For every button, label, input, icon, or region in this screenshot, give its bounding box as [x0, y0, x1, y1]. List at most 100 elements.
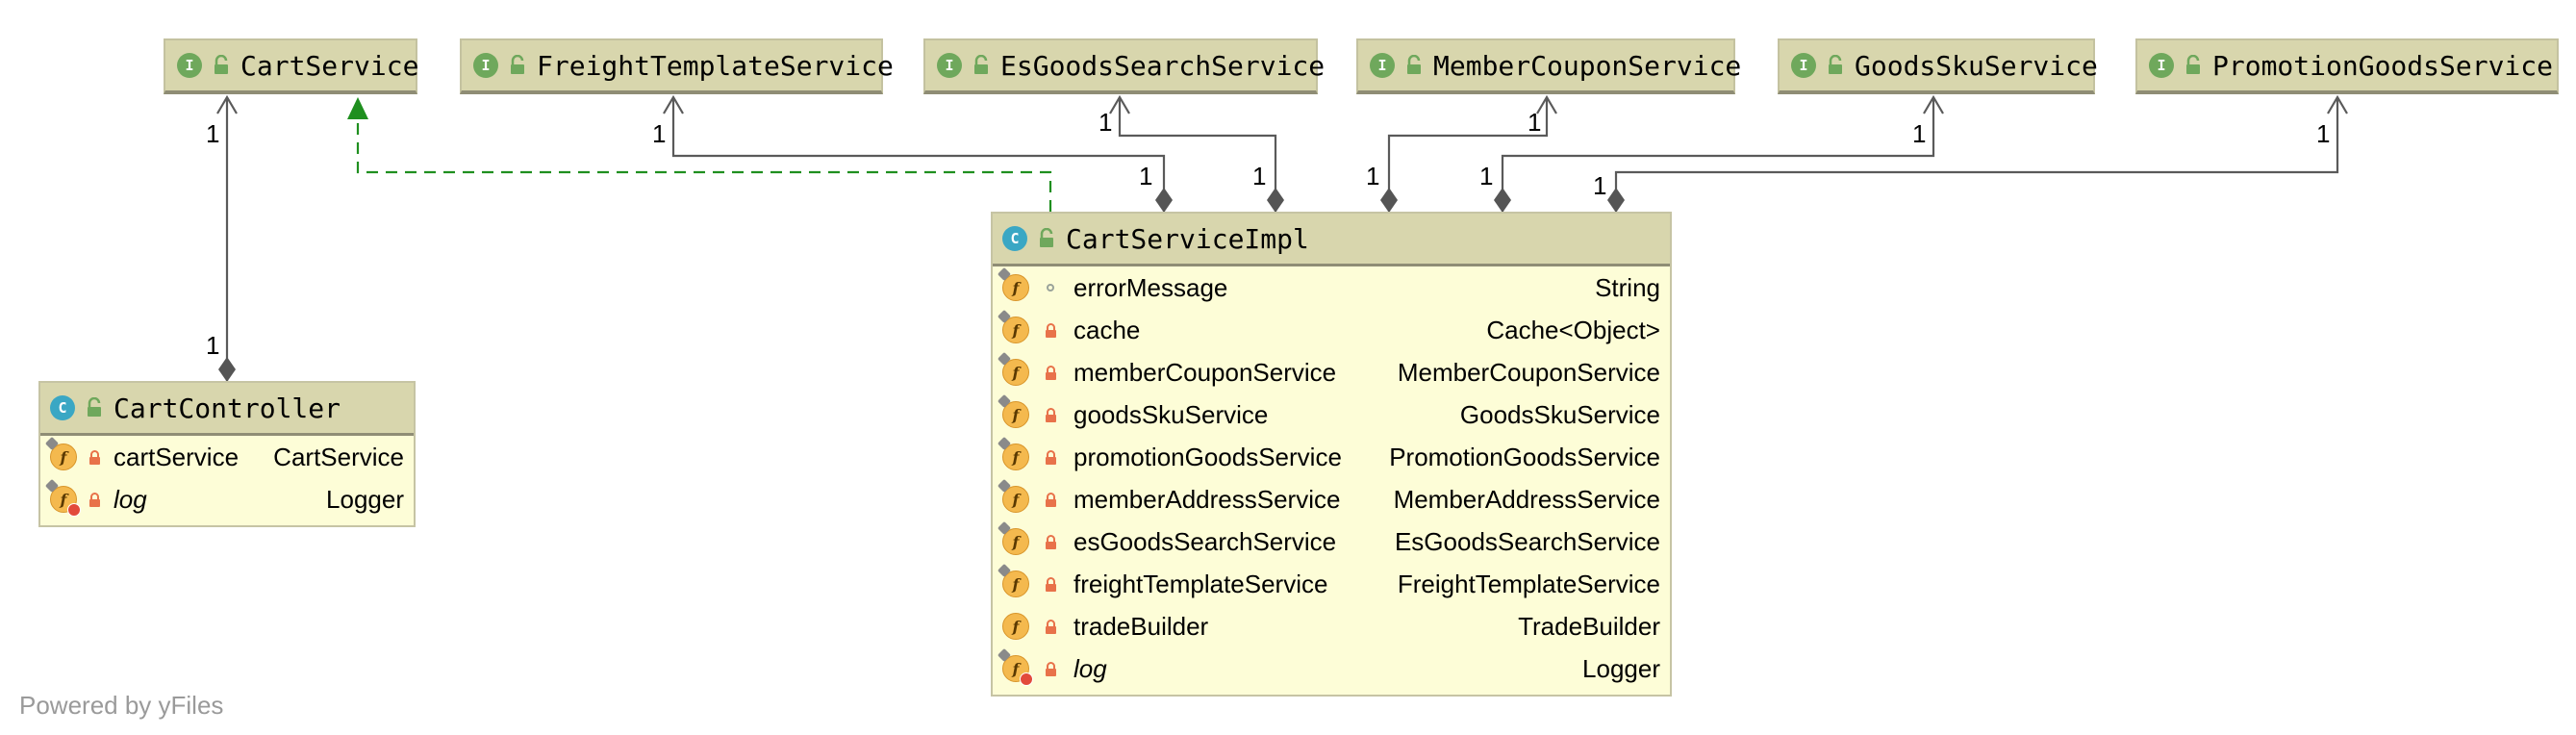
- lock-icon: [1043, 449, 1058, 465]
- class-name: CartServiceImpl: [1066, 222, 1309, 255]
- interface-member-coupon-service[interactable]: I MemberCouponService: [1356, 38, 1741, 94]
- interface-icon: I: [473, 53, 498, 78]
- lock-icon: [1043, 534, 1058, 549]
- field-type: CartService: [273, 442, 404, 471]
- interface-name: FreightTemplateService: [537, 49, 894, 82]
- edge-esgoods: [1118, 99, 1277, 212]
- multiplicity-label: 1: [1099, 108, 1113, 137]
- interface-promotion-goods-service[interactable]: I PromotionGoodsService: [2135, 38, 2559, 94]
- lock-icon: [1043, 407, 1058, 422]
- edge-goodssku: [1501, 99, 1935, 212]
- field-icon: f: [997, 563, 1029, 597]
- unlocked-icon: [511, 55, 524, 74]
- field-name: freightTemplateService: [1073, 569, 1328, 598]
- interface-icon: I: [2149, 53, 2174, 78]
- unlocked-icon: [1829, 55, 1842, 74]
- field-icon: f: [44, 436, 77, 470]
- field-name: memberCouponService: [1073, 357, 1337, 387]
- interface-name: EsGoodsSearchService: [1000, 49, 1326, 82]
- field-row[interactable]: f errorMessage String: [993, 266, 1670, 309]
- multiplicity-label: 1: [1912, 119, 1927, 148]
- field-row[interactable]: f cartService CartService: [40, 436, 414, 478]
- diamond-promotion: [1607, 188, 1625, 213]
- diamond-controller: [218, 357, 236, 382]
- arrow-freight: [663, 94, 684, 114]
- diamond-esgoods: [1267, 188, 1284, 213]
- field-name: log: [114, 484, 147, 514]
- class-header: C CartServiceImpl: [993, 214, 1670, 266]
- field-row[interactable]: f tradeBuilder TradeBuilder: [993, 605, 1670, 647]
- multiplicity-label: 1: [1528, 108, 1542, 137]
- field-name: cartService: [114, 442, 240, 471]
- edge-freight: [671, 99, 1166, 212]
- multiplicity-label: 1: [1252, 162, 1267, 190]
- field-list: f errorMessage String f cache Cache<Obje…: [993, 266, 1670, 690]
- field-name: cache: [1073, 315, 1141, 344]
- multiplicity-label: 1: [206, 119, 220, 148]
- field-row[interactable]: f esGoodsSearchService EsGoodsSearchServ…: [993, 520, 1670, 563]
- class-header: C CartController: [40, 383, 414, 436]
- interface-name: GoodsSkuService: [1855, 49, 2098, 82]
- static-field-icon: f: [44, 478, 81, 517]
- field-icon: f: [997, 266, 1029, 301]
- watermark: Powered by yFiles: [19, 691, 224, 720]
- field-row[interactable]: f memberCouponService MemberCouponServic…: [993, 351, 1670, 393]
- class-icon: C: [50, 395, 75, 420]
- arrow-goodssku: [1923, 94, 1944, 114]
- multiplicity-label: 1: [1139, 162, 1153, 190]
- interface-icon: I: [1370, 53, 1395, 78]
- field-name: errorMessage: [1073, 272, 1228, 302]
- field-type: EsGoodsSearchService: [1394, 526, 1660, 556]
- interface-goods-sku-service[interactable]: I GoodsSkuService: [1778, 38, 2098, 94]
- field-type: Logger: [326, 484, 404, 514]
- unlocked-icon: [2186, 55, 2200, 74]
- lock-icon: [1043, 661, 1058, 676]
- class-cart-controller[interactable]: C CartController f cartService CartServi…: [38, 381, 416, 527]
- field-icon: f: [997, 351, 1029, 386]
- interface-icon: I: [937, 53, 962, 78]
- interface-name: MemberCouponService: [1433, 49, 1742, 82]
- field-name: promotionGoodsService: [1073, 442, 1342, 471]
- field-icon: f: [1002, 613, 1029, 640]
- field-type: TradeBuilder: [1518, 611, 1660, 641]
- multiplicity-label: 1: [1479, 162, 1494, 190]
- field-row[interactable]: f log Logger: [993, 647, 1670, 690]
- field-type: PromotionGoodsService: [1389, 442, 1660, 471]
- interface-cart-service[interactable]: I CartService: [164, 38, 419, 94]
- interface-freight-template-service[interactable]: I FreightTemplateService: [460, 38, 894, 94]
- diamond-goodssku: [1494, 188, 1511, 213]
- multiplicity-label: 1: [652, 119, 667, 148]
- field-type: String: [1595, 272, 1660, 302]
- unlocked-icon: [1407, 55, 1421, 74]
- unlocked-icon: [1040, 228, 1053, 247]
- package-visibility-icon: [1043, 284, 1058, 291]
- interface-es-goods-search-service[interactable]: I EsGoodsSearchService: [923, 38, 1325, 94]
- interface-name: CartService: [240, 49, 419, 82]
- field-type: GoodsSkuService: [1459, 399, 1660, 429]
- arrow-membercoupon: [1536, 94, 1557, 114]
- multiplicity-label: 1: [1366, 162, 1380, 190]
- field-name: goodsSkuService: [1073, 399, 1269, 429]
- lock-icon: [87, 492, 102, 507]
- unlocked-icon: [215, 55, 228, 74]
- field-row[interactable]: f goodsSkuService GoodsSkuService: [993, 393, 1670, 436]
- field-type: Cache<Object>: [1486, 315, 1660, 344]
- lock-icon: [1043, 576, 1058, 592]
- field-icon: f: [997, 436, 1029, 470]
- edge-membercoupon: [1387, 99, 1549, 212]
- field-row[interactable]: f promotionGoodsService PromotionGoodsSe…: [993, 436, 1670, 478]
- field-row[interactable]: f log Logger: [40, 478, 414, 520]
- interface-icon: I: [1791, 53, 1816, 78]
- field-row[interactable]: f memberAddressService MemberAddressServ…: [993, 478, 1670, 520]
- field-row[interactable]: f freightTemplateService FreightTemplate…: [993, 563, 1670, 605]
- class-icon: C: [1002, 226, 1027, 251]
- field-row[interactable]: f cache Cache<Object>: [993, 309, 1670, 351]
- class-cart-service-impl[interactable]: C CartServiceImpl f errorMessage String …: [991, 212, 1672, 697]
- arrow-esgoods: [1109, 94, 1130, 114]
- field-icon: f: [997, 309, 1029, 343]
- arrow-realization-cartservice: [347, 97, 368, 119]
- interface-name: PromotionGoodsService: [2212, 49, 2554, 82]
- field-icon: f: [997, 520, 1029, 555]
- diamond-freight: [1155, 188, 1173, 213]
